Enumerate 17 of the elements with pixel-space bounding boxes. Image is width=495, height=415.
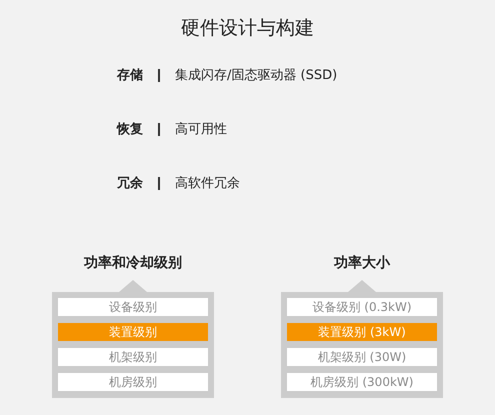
description-text: 集成闪存/固态驱动器 (SSD) <box>175 67 338 85</box>
level-bar: 机房级别 (300kW) <box>287 373 437 391</box>
level-bar: 机架级别 (30W) <box>287 348 437 366</box>
level-bar: 设备级别 (0.3kW) <box>287 298 437 316</box>
level-bar: 设备级别 <box>58 298 208 316</box>
level-bar: 机架级别 <box>58 348 208 366</box>
description-text: 高可用性 <box>175 121 227 139</box>
category-label: 存储 <box>117 67 143 85</box>
selected-level-bar: 装置级别 (3kW) <box>287 323 437 341</box>
panel-heading: 功率大小 <box>333 254 392 273</box>
category-label: 恢复 <box>117 121 143 139</box>
category-label: 冗余 <box>117 175 143 193</box>
description-text: 高软件冗余 <box>175 175 240 193</box>
diagram-title: 硬件设计与构建 <box>180 16 315 40</box>
panel-heading: 功率和冷却级别 <box>83 254 183 273</box>
selected-level-bar: 装置级别 <box>58 323 208 341</box>
level-bar: 机房级别 <box>58 373 208 391</box>
